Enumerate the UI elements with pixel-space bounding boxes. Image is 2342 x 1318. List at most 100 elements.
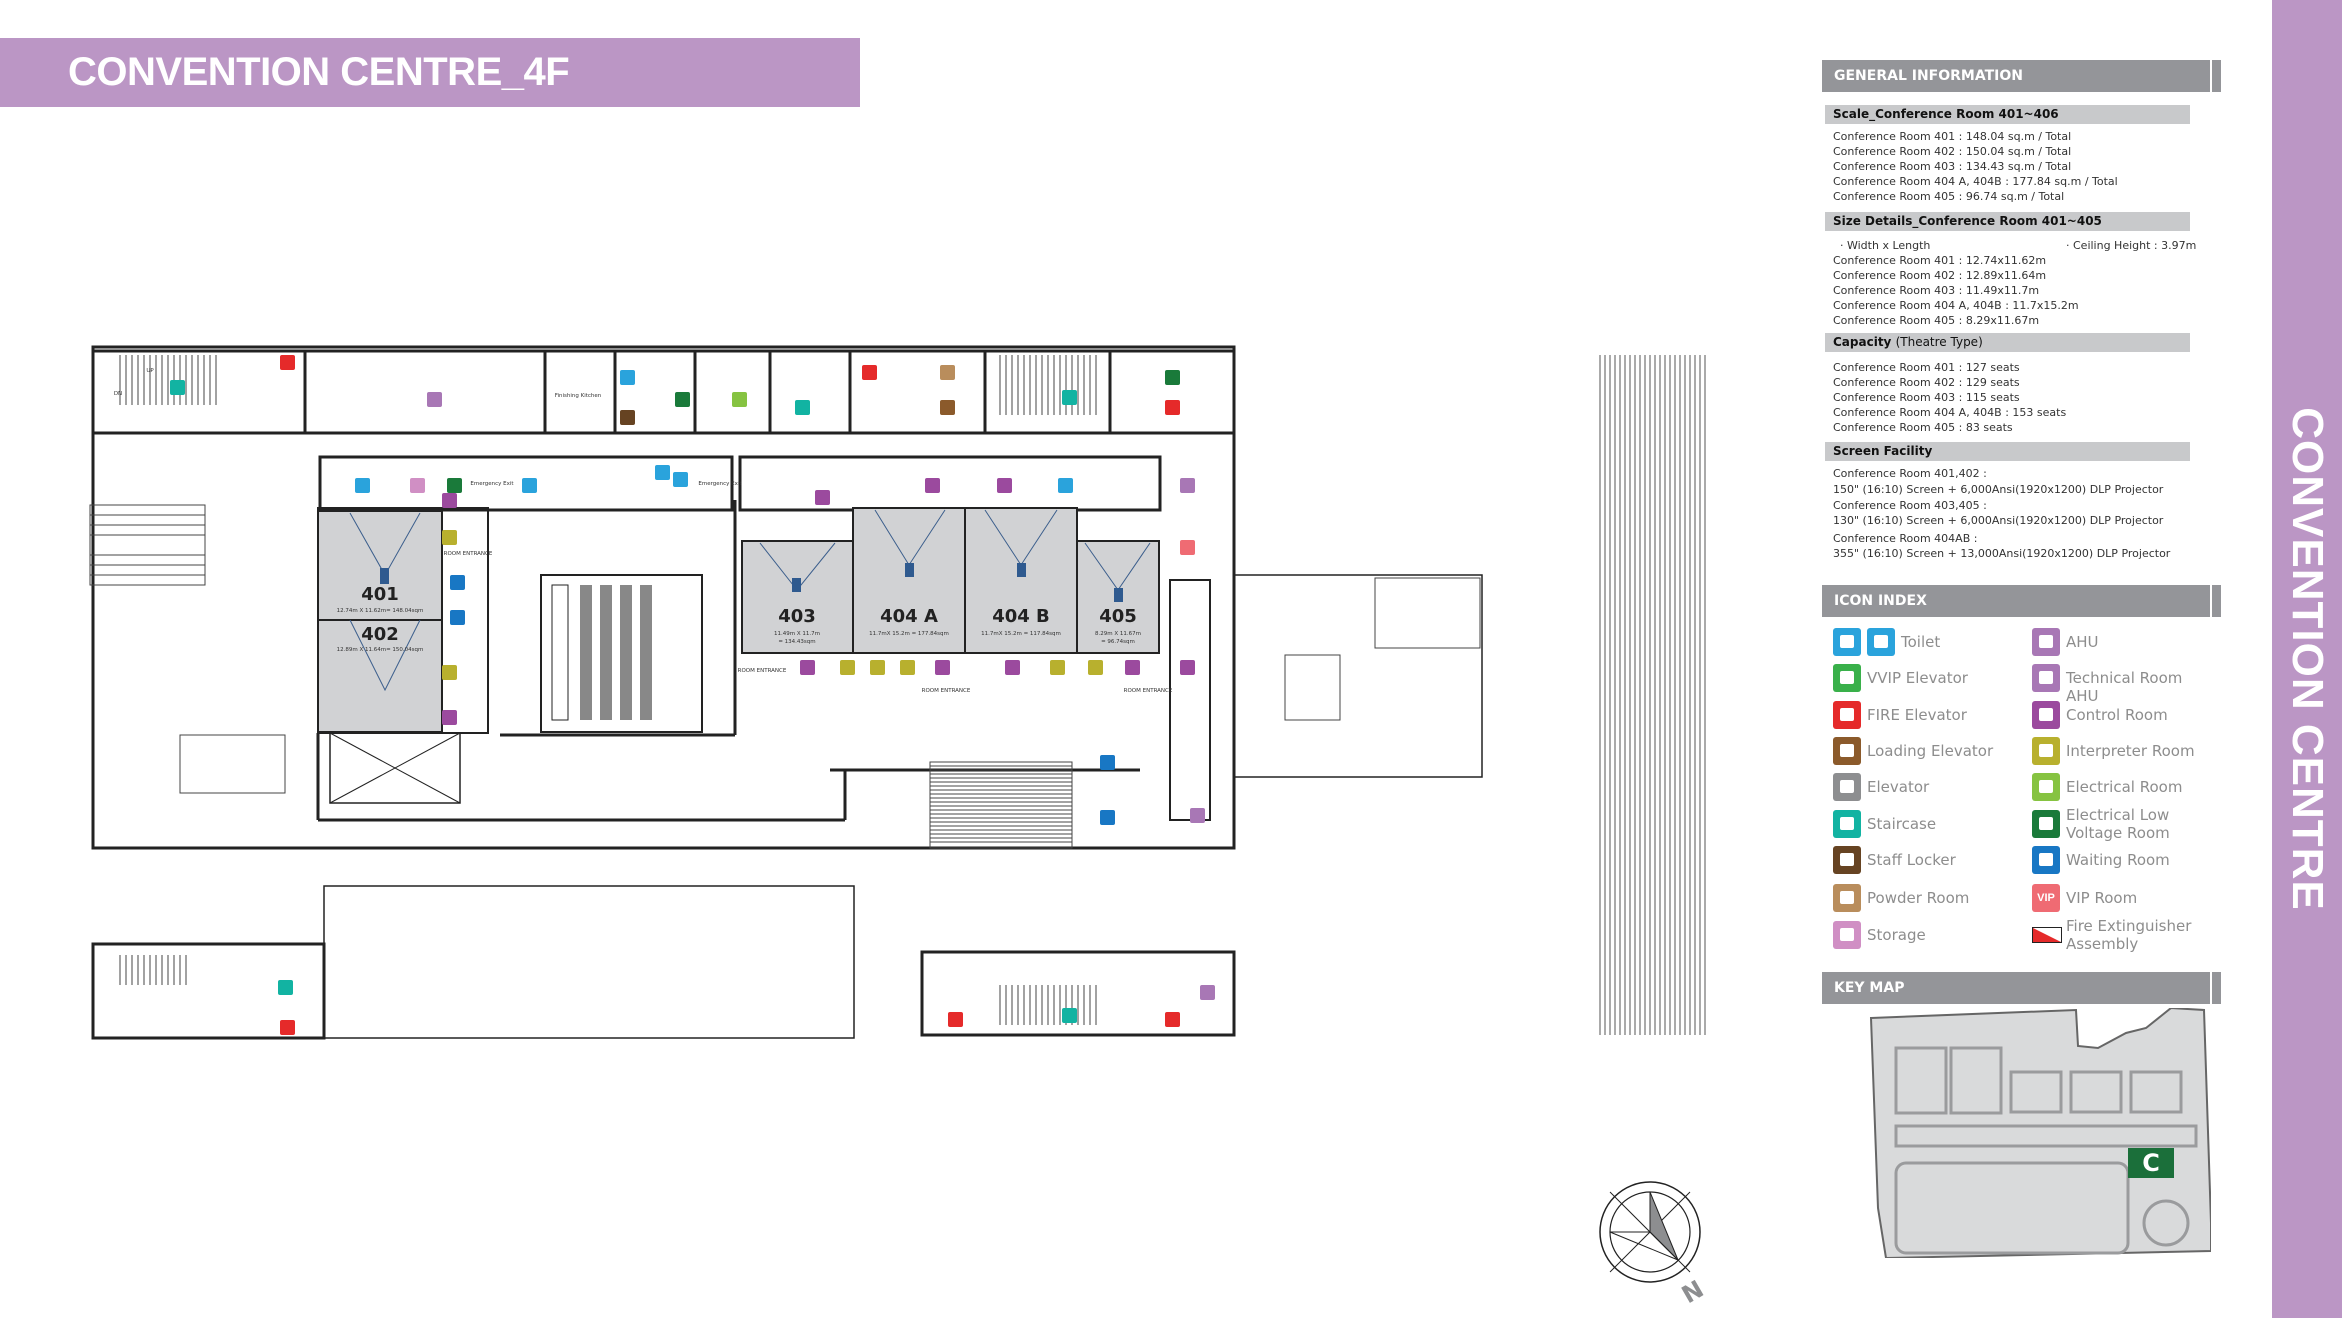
compass-north-label: N: [1677, 1275, 1708, 1309]
plan-electrical-low-voltage-room-icon: [675, 392, 690, 407]
plan-control-room-icon: [442, 493, 457, 508]
key-map-header: KEY MAP: [1822, 972, 2210, 1004]
room-label-401: 401: [361, 584, 399, 605]
room-dims-404a: 11.7mX 15.2m = 177.84sqm: [869, 631, 949, 637]
scale-line: Conference Room 402 : 150.04 sq.m / Tota…: [1833, 145, 2072, 158]
plan-interpreter-room-icon: [1050, 660, 1065, 675]
emergency-exit-label: Emergency Exit: [470, 481, 514, 487]
plan-fire-elevator-icon: [862, 365, 877, 380]
room-405[interactable]: [1076, 540, 1160, 654]
plan-waiting-room-icon: [1100, 755, 1115, 770]
room-entrance-label: ROOM ENTRANCE: [922, 688, 971, 694]
plan-staircase-icon: [278, 980, 293, 995]
plan-staircase-icon: [170, 380, 185, 395]
plan-icons: [170, 355, 1215, 1035]
capacity-line: Conference Room 401 : 127 seats: [1833, 361, 2020, 374]
ahu-icon: [2032, 628, 2060, 656]
screen-facility-line: Conference Room 404AB :: [1833, 532, 1978, 545]
icon-label: FIRE Elevator: [1867, 706, 1967, 724]
icon-label: VIP Room: [2066, 889, 2138, 907]
icon-label: Control Room: [2066, 706, 2168, 724]
screen-facility-line: Conference Room 401,402 :: [1833, 467, 1987, 480]
waiting-room-icon: [2032, 846, 2060, 874]
powder-room-icon: [1833, 884, 1861, 912]
plan-toilet-icon: [355, 478, 370, 493]
screen-facility-line: 150" (16:10) Screen + 6,000Ansi(1920x120…: [1833, 483, 2164, 496]
icon-label: Staircase: [1867, 815, 1937, 833]
plan-staircase-icon: [795, 400, 810, 415]
room-dims-402: 12.89m X 11.64m= 150.04sqm: [337, 647, 424, 653]
icon-label: Electrical Low Voltage Room: [2066, 806, 2170, 842]
room-entrance-label: ROOM ENTRANCE: [1124, 688, 1173, 694]
key-map-marker: [2128, 1148, 2174, 1178]
capacity-line: Conference Room 402 : 129 seats: [1833, 376, 2020, 389]
screen-facility-header: Screen Facility: [1825, 442, 2190, 461]
ceiling-height-label: · Ceiling Height : 3.97m: [2066, 239, 2197, 252]
electrical-room-icon: [2032, 773, 2060, 801]
plan-electrical-low-voltage-room-icon: [1165, 370, 1180, 385]
capacity-line: Conference Room 403 : 115 seats: [1833, 391, 2020, 404]
width-length-label: · Width x Length: [1840, 239, 1931, 252]
plan-control-room-icon: [935, 660, 950, 675]
size-line: Conference Room 405 : 8.29x11.67m: [1833, 314, 2040, 327]
room-404b[interactable]: [964, 507, 1078, 654]
room-dims-404b: 11.7mX 15.2m = 117.84sqm: [981, 631, 1061, 637]
scale-line: Conference Room 404 A, 404B : 177.84 sq.…: [1833, 175, 2118, 188]
room-label-405: 405: [1099, 606, 1137, 627]
room-dims-405: 8.29m X 11.67m: [1095, 631, 1141, 637]
room-403[interactable]: [741, 540, 854, 654]
technical-room-ahu-icon: [2032, 664, 2060, 692]
toilet-icon: [1833, 628, 1861, 656]
icon-label: AHU: [2066, 633, 2099, 651]
plan-technical-room-ahu-icon: [1190, 808, 1205, 823]
plan-waiting-room-icon: [450, 610, 465, 625]
plan-interpreter-room-icon: [840, 660, 855, 675]
plan-staircase-icon: [1062, 390, 1077, 405]
compass: N: [1599, 1181, 1708, 1309]
plan-technical-room-ahu-icon: [427, 392, 442, 407]
size-line: Conference Room 404 A, 404B : 11.7x15.2m: [1833, 299, 2079, 312]
room-label-404a: 404 A: [880, 606, 938, 627]
plan-toilet-icon: [655, 465, 670, 480]
room-entrance-label: ROOM ENTRANCE: [444, 551, 493, 557]
plan-vip-room-icon: [1180, 540, 1195, 555]
staff-locker-icon: [1833, 846, 1861, 874]
interpreter-room-icon: [2032, 737, 2060, 765]
capacity-header: Capacity (Theatre Type): [1825, 333, 2190, 352]
room-dims-403: 11.49m X 11.7m: [774, 631, 820, 637]
plan-fire-elevator-icon: [280, 355, 295, 370]
icon-label: Interpreter Room: [2066, 742, 2195, 760]
plan-control-room-icon: [800, 660, 815, 675]
scale-line: Conference Room 401 : 148.04 sq.m / Tota…: [1833, 130, 2072, 143]
icon-label: Electrical Room: [2066, 778, 2183, 796]
size-line: Conference Room 402 : 12.89x11.64m: [1833, 269, 2047, 282]
room-404a[interactable]: [852, 507, 966, 654]
plan-staff-locker-icon: [620, 410, 635, 425]
plan-loading-elevator-icon: [940, 400, 955, 415]
icon-label: Loading Elevator: [1867, 742, 1994, 760]
screen-facility-line: Conference Room 403,405 :: [1833, 499, 1987, 512]
icon-label: Storage: [1867, 926, 1926, 944]
plan-interpreter-room-icon: [900, 660, 915, 675]
control-room-icon: [2032, 701, 2060, 729]
icon-label: VVIP Elevator: [1867, 669, 1968, 687]
vip-room-icon: VIP: [2032, 884, 2060, 912]
side-strip: CONVENTION CENTRE: [2272, 0, 2342, 1318]
size-line: Conference Room 403 : 11.49x11.7m: [1833, 284, 2040, 297]
page-title-bar: CONVENTION CENTRE_4F: [0, 38, 860, 107]
plan-staircase-icon: [1062, 1008, 1077, 1023]
plan-control-room-icon: [442, 710, 457, 725]
icon-index-header: ICON INDEX: [1822, 585, 2210, 617]
capacity-title: Capacity: [1833, 335, 1892, 349]
scale-line: Conference Room 403 : 134.43 sq.m / Tota…: [1833, 160, 2072, 173]
capacity-line: Conference Room 404 A, 404B : 153 seats: [1833, 406, 2067, 419]
room-dims-403b: = 134.43sqm: [778, 639, 815, 645]
plan-control-room-icon: [1180, 660, 1195, 675]
plan-toilet-icon: [1058, 478, 1073, 493]
emergency-exit-label: Emergency Exit: [698, 481, 742, 487]
plan-toilet-icon: [620, 370, 635, 385]
plan-electrical-low-voltage-room-icon: [447, 478, 462, 493]
plan-control-room-icon: [815, 490, 830, 505]
room-dims-401: 12.74m X 11.62m= 148.04sqm: [337, 608, 424, 614]
escalator-block: [540, 574, 703, 733]
